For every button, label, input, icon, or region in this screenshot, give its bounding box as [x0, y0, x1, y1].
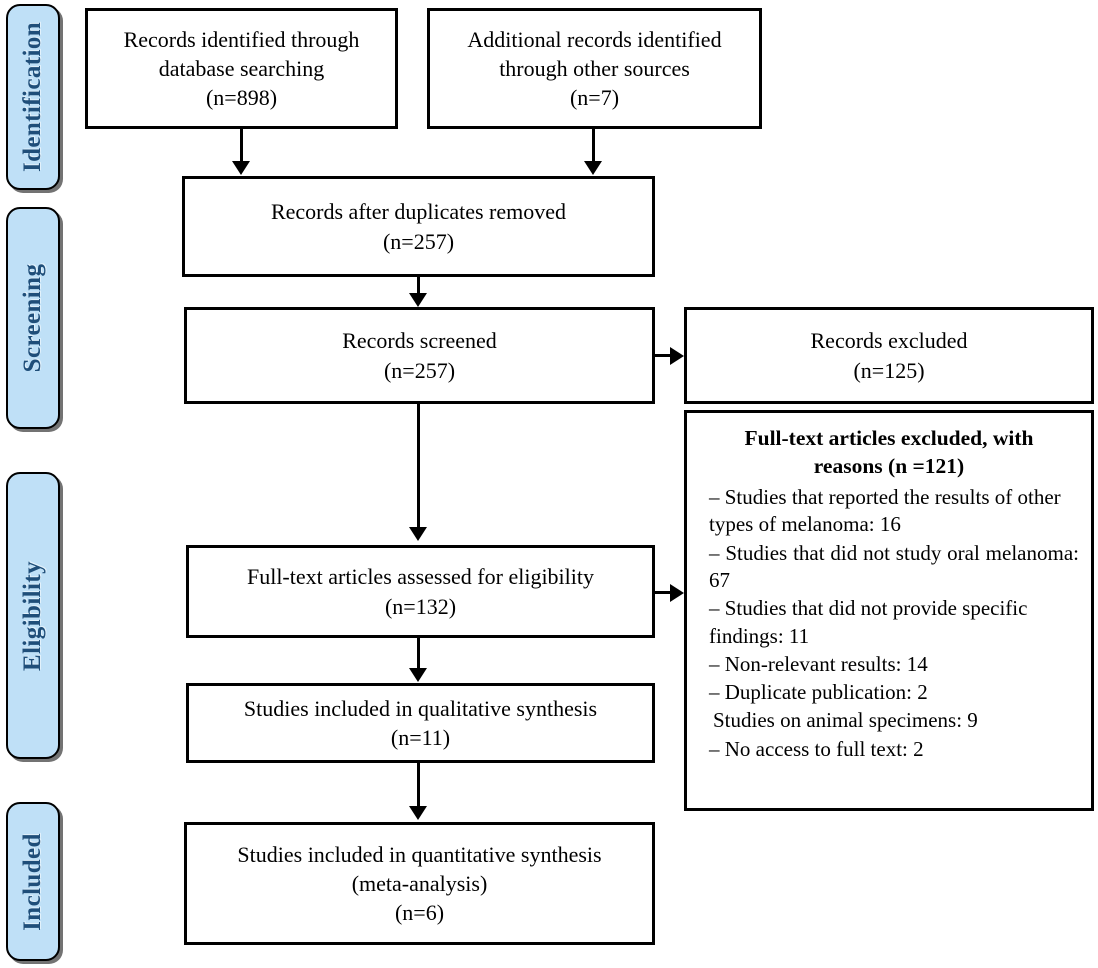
- arrowhead-fulltext-to-reasons: [670, 584, 684, 602]
- reason-item-1: – Studies that reported the results of o…: [709, 485, 1061, 537]
- box-records-excluded-line1: Records excluded: [810, 328, 968, 354]
- connector-fulltext-to-reasons: [655, 591, 673, 594]
- reason-item-4: – Non-relevant results: 14: [709, 651, 928, 676]
- stage-bar-screening: Screening: [6, 207, 60, 429]
- box-records-screened-line2: (n=257): [383, 357, 456, 383]
- connector-additional-to-dedup: [592, 129, 595, 162]
- stage-bar-identification: Identification: [6, 4, 60, 190]
- box-quantitative-synthesis-line2: (meta-analysis): [351, 870, 488, 896]
- connector-dedup-to-screened: [417, 277, 420, 295]
- reason-item-2: – Studies that did not study oral melano…: [709, 540, 1079, 592]
- arrowhead-fulltext-to-qualitative: [409, 668, 427, 682]
- box-additional-records-line3: (n=7): [569, 85, 620, 111]
- reason-item-3: – Studies that did not provide specific …: [709, 596, 1028, 648]
- box-qualitative-synthesis-line2: (n=11): [390, 725, 451, 750]
- connector-qualitative-to-quantitative: [417, 763, 420, 807]
- arrowhead-dedup-to-screened: [409, 293, 427, 307]
- box-additional-records-line2: through other sources: [499, 55, 690, 81]
- box-quantitative-synthesis-line3: (n=6): [394, 900, 445, 926]
- stage-label-identification: Identification: [19, 21, 46, 173]
- stage-label-included: Included: [19, 832, 46, 931]
- box-records-screened-line1: Records screened: [342, 328, 497, 354]
- arrowhead-identified-to-dedup: [232, 161, 250, 175]
- box-fulltext-assessed-line1: Full-text articles assessed for eligibil…: [246, 564, 595, 590]
- arrowhead-qualitative-to-quantitative: [409, 806, 427, 820]
- stage-label-eligibility: Eligibility: [19, 560, 46, 671]
- reason-item-7: – No access to full text: 2: [709, 736, 924, 761]
- box-records-excluded: Records excluded (n=125): [684, 307, 1094, 404]
- reasons-title-line2: reasons (n =121): [813, 453, 965, 478]
- box-quantitative-synthesis: Studies included in quantitative synthes…: [184, 822, 655, 945]
- reason-item-6: Studies on animal specimens: 9: [713, 708, 978, 733]
- reason-item-5: – Duplicate publication: 2: [709, 680, 928, 705]
- box-quantitative-synthesis-line1: Studies included in quantitative synthes…: [237, 841, 602, 867]
- arrowhead-screened-to-excluded: [670, 347, 684, 365]
- arrowhead-additional-to-dedup: [584, 161, 602, 175]
- box-records-screened: Records screened (n=257): [184, 307, 655, 404]
- reasons-list: – Studies that reported the results of o…: [699, 484, 1079, 763]
- stage-bar-included: Included: [6, 802, 60, 961]
- box-qualitative-synthesis-line1: Studies included in qualitative synthesi…: [243, 695, 598, 721]
- box-records-identified-line2: database searching: [158, 55, 325, 81]
- box-records-identified-line1: Records identified through: [123, 26, 360, 52]
- connector-screened-to-fulltext: [417, 404, 420, 528]
- stage-bar-eligibility: Eligibility: [6, 472, 60, 759]
- box-qualitative-synthesis: Studies included in qualitative synthesi…: [186, 683, 655, 763]
- stage-label-screening: Screening: [19, 263, 46, 373]
- connector-identified-to-dedup: [240, 129, 243, 162]
- arrowhead-screened-to-fulltext: [409, 527, 427, 541]
- connector-fulltext-to-qualitative: [417, 638, 420, 669]
- box-after-duplicates: Records after duplicates removed (n=257): [182, 176, 655, 277]
- reasons-title-line1: Full-text articles excluded, with: [744, 426, 1034, 450]
- box-fulltext-assessed: Full-text articles assessed for eligibil…: [186, 545, 655, 638]
- box-fulltext-excluded-reasons: Full-text articles excluded, with reason…: [684, 410, 1094, 811]
- box-fulltext-assessed-line2: (n=132): [384, 593, 457, 619]
- box-after-duplicates-line1: Records after duplicates removed: [270, 199, 567, 225]
- box-additional-records-line1: Additional records identified: [467, 26, 722, 52]
- box-after-duplicates-line2: (n=257): [382, 228, 455, 254]
- box-records-excluded-line2: (n=125): [853, 357, 925, 383]
- box-records-identified-line3: (n=898): [205, 85, 278, 111]
- box-records-identified: Records identified through database sear…: [85, 8, 398, 129]
- box-additional-records: Additional records identified through ot…: [427, 8, 762, 129]
- connector-screened-to-excluded: [655, 354, 673, 357]
